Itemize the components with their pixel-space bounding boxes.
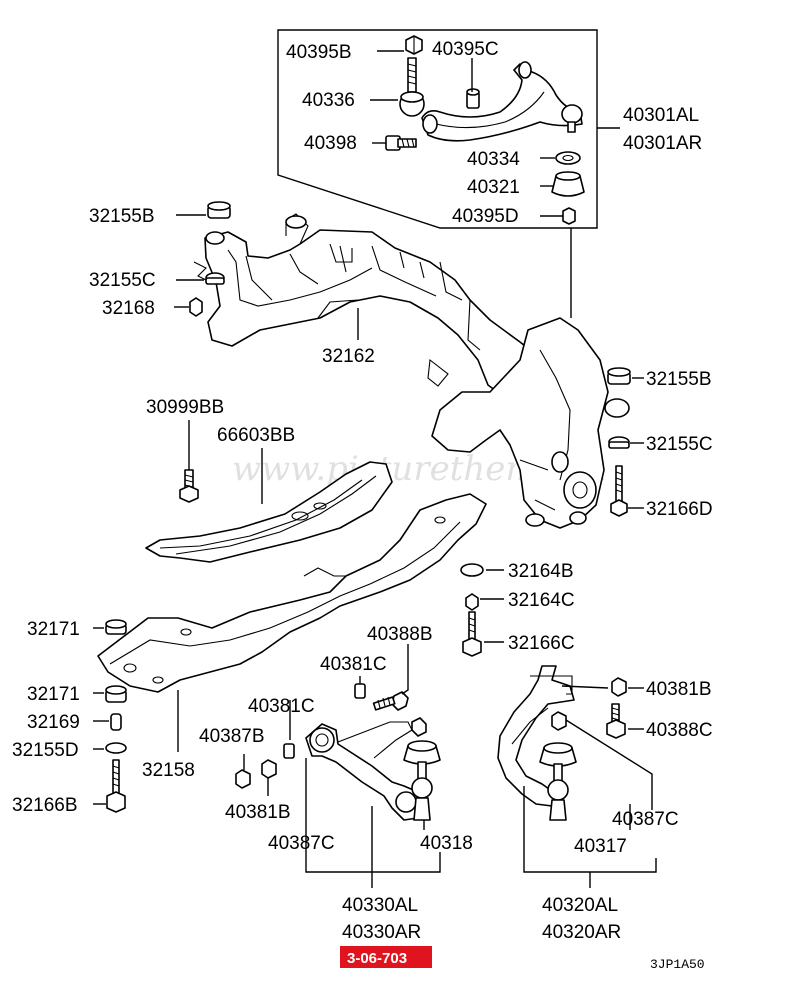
- washer-32155D-drawing: [105, 742, 127, 754]
- crossmember-32158-drawing: [97, 493, 487, 693]
- label-32171-a: 32171: [27, 619, 80, 640]
- label-32166C: 32166C: [508, 633, 575, 654]
- label-40381B-bottom: 40381B: [225, 802, 291, 823]
- bolt-40388C-drawing: [606, 703, 626, 739]
- nut-40381C-a-drawing: [354, 683, 366, 699]
- bolt-32166B-drawing: [106, 759, 126, 813]
- pad-32155B-right-drawing: [607, 367, 631, 385]
- bolt-40388B-drawing: [372, 691, 409, 711]
- nut-40381C-b-drawing: [283, 743, 295, 759]
- plate-66603BB-drawing: [145, 461, 393, 563]
- label-32171-b: 32171: [27, 684, 80, 705]
- label-32158: 32158: [142, 760, 195, 781]
- pad-32155C-top-drawing: [193, 261, 225, 285]
- nut-40395B-drawing: [405, 35, 423, 55]
- label-40320AR: 40320AR: [542, 922, 621, 943]
- bolt-32166C-drawing: [462, 611, 482, 657]
- label-40318: 40318: [420, 833, 473, 854]
- bolt-32166D-drawing: [610, 465, 628, 517]
- label-32155C-right: 32155C: [646, 434, 713, 455]
- nut-40387C-right-drawing: [551, 711, 567, 731]
- pad-32155B-top-drawing: [207, 201, 231, 219]
- reference-badge: [340, 946, 432, 968]
- label-32155D: 32155D: [12, 740, 79, 761]
- knuckle-drawing: [431, 317, 609, 529]
- label-40381B-right: 40381B: [646, 679, 712, 700]
- label-66603BB: 66603BB: [217, 425, 295, 446]
- label-40381C-a: 40381C: [320, 654, 387, 675]
- label-40317: 40317: [574, 836, 627, 857]
- ball-joint-40317-drawing: [539, 742, 577, 821]
- leader-40381B-right-b: [561, 685, 609, 689]
- label-32166D: 32166D: [646, 499, 713, 520]
- nut-40387B-drawing: [235, 769, 251, 789]
- label-40395C: 40395C: [432, 39, 499, 60]
- label-32155B-right: 32155B: [646, 369, 712, 390]
- bracket-40330: [305, 758, 441, 873]
- label-40387C-right: 40387C: [612, 809, 679, 830]
- nut-32168-drawing: [189, 297, 203, 317]
- lower-arm-40330-drawing: [305, 717, 427, 821]
- label-40398: 40398: [304, 133, 357, 154]
- washer-40334-hole: [562, 154, 574, 162]
- label-40330AL: 40330AL: [342, 895, 418, 916]
- bolt-40336-drawing: [399, 57, 425, 117]
- label-40320AL: 40320AL: [542, 895, 618, 916]
- boot-40321-drawing: [551, 171, 585, 197]
- label-40387B: 40387B: [199, 726, 265, 747]
- leader-40387C-right: [565, 719, 653, 810]
- label-32155B-top: 32155B: [89, 206, 155, 227]
- label-32162: 32162: [322, 346, 375, 367]
- pad-32164B-drawing: [460, 563, 484, 577]
- nut-32164C-drawing: [465, 593, 479, 611]
- label-32168: 32168: [102, 298, 155, 319]
- label-40336: 40336: [302, 90, 355, 111]
- upper-arm-40301-drawing: [421, 61, 583, 142]
- nut-40381B-drawing: [261, 759, 277, 779]
- diagram-code: 3JP1A50: [650, 957, 705, 972]
- label-40381C-b: 40381C: [248, 696, 315, 717]
- label-40395B: 40395B: [286, 42, 352, 63]
- label-32166B: 32166B: [12, 795, 78, 816]
- label-40301AL: 40301AL: [623, 105, 699, 126]
- pad-32155C-right-drawing: [608, 436, 630, 449]
- reference-number: 3-06-703: [347, 950, 407, 967]
- label-32164B: 32164B: [508, 561, 574, 582]
- label-40301AR: 40301AR: [623, 133, 702, 154]
- label-30999BB: 30999BB: [146, 397, 224, 418]
- label-40330AR: 40330AR: [342, 922, 421, 943]
- washer-40334-drawing: [555, 151, 581, 165]
- label-40388C: 40388C: [646, 720, 713, 741]
- upper-arm-inset-box: [277, 29, 598, 229]
- bushing-40395C-drawing: [466, 88, 480, 109]
- label-32169: 32169: [27, 712, 80, 733]
- spacer-32169-drawing: [110, 713, 122, 731]
- label-40321: 40321: [467, 177, 520, 198]
- label-32164C: 32164C: [508, 590, 575, 611]
- label-40388B: 40388B: [367, 624, 433, 645]
- nut-40381B-right-drawing: [611, 677, 627, 697]
- label-40387C-left: 40387C: [268, 833, 335, 854]
- pad-32171-b-drawing: [105, 685, 127, 703]
- leader-40388B: [401, 644, 409, 695]
- bolt-30999BB-drawing: [179, 469, 199, 503]
- label-40395D: 40395D: [452, 206, 519, 227]
- nut-40395D-drawing: [562, 207, 576, 225]
- label-32155C-top: 32155C: [89, 270, 156, 291]
- label-40334: 40334: [467, 149, 520, 170]
- pad-32171-a-drawing: [105, 619, 127, 635]
- ball-joint-40318-drawing: [403, 740, 441, 821]
- bolt-40398-drawing: [385, 135, 417, 151]
